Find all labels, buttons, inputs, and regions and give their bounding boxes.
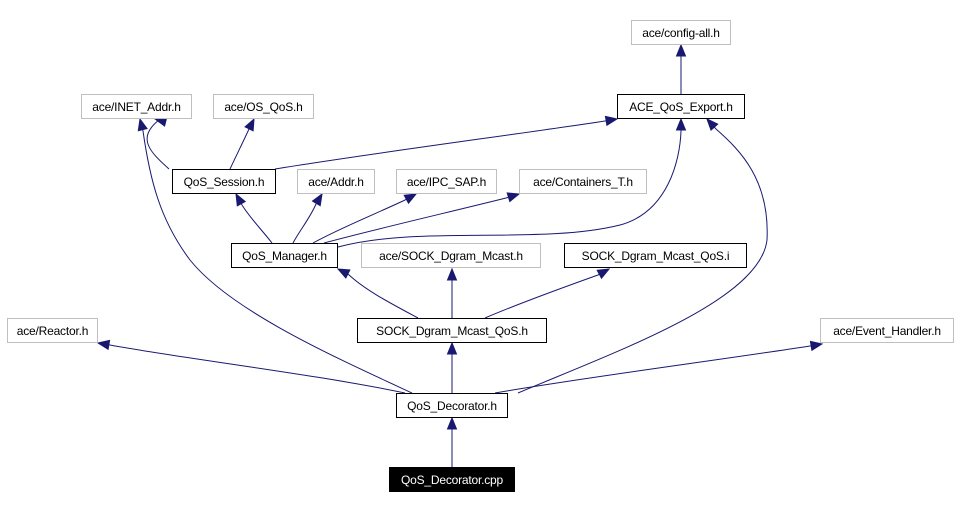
node-ipc-sap[interactable]: ace/IPC_SAP.h [396,169,497,194]
edge-qos_session-to-qos_export [274,120,606,170]
edge-sock_mcast_qos_h-to-sock_mcast_qos_i [484,274,599,319]
node-os-qos[interactable]: ace/OS_QoS.h [213,94,314,119]
arrowhead-icon [244,117,255,132]
edge-qos_decorator_h-to-event_handler [494,345,811,394]
node-qos-session[interactable]: QoS_Session.h [172,169,276,194]
edge-qos_decorator_h-to-inet_addr [142,130,413,394]
arrowhead-icon [596,268,611,280]
arrowhead-icon [336,268,351,279]
arrowhead-icon [506,192,521,203]
node-qos-decorator-h[interactable]: QoS_Decorator.h [396,393,508,418]
arrowhead-icon [137,117,148,132]
edge-qos_decorator_h-to-reactor [109,344,406,394]
node-config-all[interactable]: ace/config-all.h [631,20,731,45]
edge-segment [404,198,407,201]
node-sock-dgram-mcast[interactable]: ace/SOCK_Dgram_Mcast.h [361,243,541,268]
node-sock-dgram-mcast-qos-h[interactable]: SOCK_Dgram_Mcast_QoS.h [357,318,547,343]
edge-qos_manager-to-ipc_sap [312,199,406,244]
node-sock-dgram-mcast-qos-i[interactable]: SOCK_Dgram_Mcast_QoS.i [564,243,747,268]
arrowhead-icon [446,416,458,430]
edge-segment [713,126,717,130]
edge-segment [597,273,600,276]
arrowhead-icon [403,193,418,205]
node-addr[interactable]: ace/Addr.h [297,169,375,194]
edge-qos_manager-to-containers_t [323,197,507,244]
edge-qos_session-to-os_qos [229,128,250,170]
edge-segment [158,119,166,123]
arrowhead-icon [96,339,111,351]
edge-qos_session-to-inet_addr [146,119,170,170]
edge-qos_manager-to-qos_export [337,130,682,248]
node-qos-decorator-cpp[interactable]: QoS_Decorator.cpp [389,467,515,492]
arrowhead-icon [446,341,458,355]
arrowhead-icon [311,192,323,207]
node-inet-addr[interactable]: ace/INET_Addr.h [81,94,192,119]
node-event-handler[interactable]: ace/Event_Handler.h [820,318,954,343]
arrowhead-icon [675,43,687,57]
node-qos-export[interactable]: ACE_QoS_Export.h [617,94,745,119]
edge-qos_manager-to-addr [292,203,317,244]
node-qos-manager[interactable]: QoS_Manager.h [231,243,338,268]
edge-sock_mcast_qos_h-to-qos_manager [347,273,419,319]
arrowhead-icon [604,115,619,127]
arrowhead-icon [675,117,687,131]
edge-qos_decorator_h-to-qos_export [517,128,768,394]
arrowhead-icon [235,192,247,207]
node-containers-t[interactable]: ace/Containers_T.h [519,169,647,194]
edge-segment [505,196,509,199]
node-reactor[interactable]: ace/Reactor.h [7,318,98,343]
edge-qos_manager-to-qos_session [241,204,273,244]
arrowhead-icon [446,267,458,281]
edge-segment [240,203,243,206]
